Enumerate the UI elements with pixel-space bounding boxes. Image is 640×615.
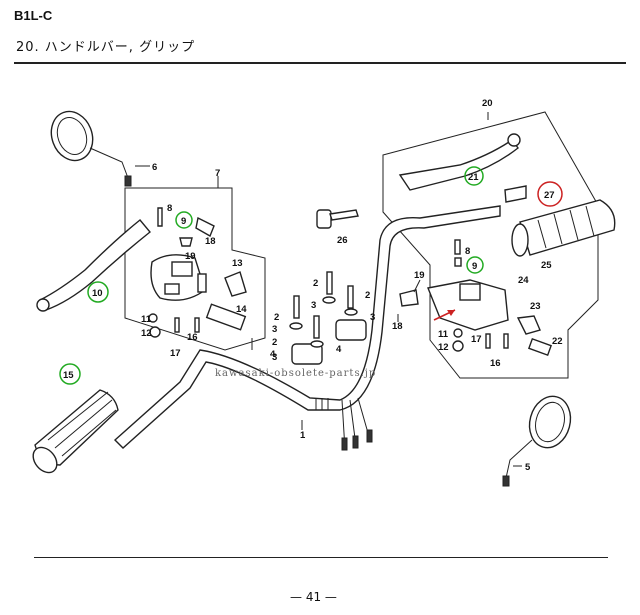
callout-24: 24	[518, 275, 529, 286]
callout-17: 17	[170, 348, 181, 359]
callout-3: 3	[272, 352, 277, 363]
left-switch-housing	[148, 207, 247, 338]
page-number: — 41 —	[290, 590, 337, 604]
callout-8: 8	[167, 203, 172, 214]
right-mirror	[502, 395, 572, 487]
callout-4: 4	[336, 344, 342, 355]
callout-3: 3	[272, 324, 277, 335]
callout-6: 6	[152, 162, 157, 173]
callout-14: 14	[236, 304, 247, 315]
callout-18: 18	[392, 321, 403, 332]
callout-8: 8	[465, 246, 470, 257]
right-switch-group-outline	[382, 111, 599, 379]
callout-2: 2	[313, 278, 318, 289]
callout-5: 5	[525, 462, 531, 473]
throttle-grip	[504, 185, 616, 257]
callout-3: 3	[370, 312, 375, 323]
header-rule	[14, 62, 626, 64]
callout-11: 11	[141, 314, 152, 325]
callout-4: 4	[270, 349, 276, 360]
callout-2: 2	[365, 290, 370, 301]
callout-26: 26	[337, 235, 348, 246]
callout-12: 12	[438, 342, 449, 353]
footer-rule	[34, 557, 608, 558]
section-title: 20. ハンドルバー, グリップ	[16, 40, 196, 55]
callout-7: 7	[215, 168, 220, 179]
callout-20: 20	[482, 98, 493, 109]
left-grip	[32, 389, 119, 474]
right-brake-lever	[398, 133, 521, 191]
callout-16: 16	[490, 358, 501, 369]
callout-9: 9	[181, 216, 186, 227]
highlight-27	[537, 181, 563, 207]
highlight-10	[87, 281, 109, 303]
watermark: kawasaki-obsolete-parts.jp	[215, 368, 376, 379]
left-switch-group-outline	[124, 187, 266, 351]
callout-2: 2	[274, 312, 279, 323]
callout-13: 13	[232, 258, 243, 269]
choke-lever	[316, 209, 359, 229]
highlight-15	[59, 363, 81, 385]
callout-22: 22	[552, 336, 563, 347]
red-arrow-head	[447, 310, 455, 316]
callout-9: 9	[472, 261, 477, 272]
callout-17: 17	[471, 334, 482, 345]
model-code: B1L-C	[14, 8, 53, 23]
callout-16: 16	[187, 332, 198, 343]
callout-3: 3	[311, 300, 316, 311]
callout-10: 10	[92, 288, 103, 299]
highlight-21	[464, 166, 484, 186]
callout-19: 19	[414, 270, 425, 281]
callout-11: 11	[438, 329, 449, 340]
left-clutch-lever	[36, 219, 151, 312]
highlight-9-left	[175, 211, 193, 229]
callout-19: 19	[185, 251, 196, 262]
callout-2: 2	[272, 337, 277, 348]
callout-27: 27	[544, 190, 555, 201]
callout-21: 21	[468, 172, 479, 183]
callout-1: 1	[300, 430, 306, 441]
handlebar	[113, 205, 501, 451]
callout-12: 12	[141, 328, 152, 339]
callout-25: 25	[541, 260, 552, 271]
callout-18: 18	[205, 236, 216, 247]
handlebar-clamps	[289, 271, 367, 365]
callout-15: 15	[63, 370, 74, 381]
highlight-9-right	[466, 256, 484, 274]
callout-23: 23	[530, 301, 541, 312]
left-mirror	[50, 110, 132, 187]
